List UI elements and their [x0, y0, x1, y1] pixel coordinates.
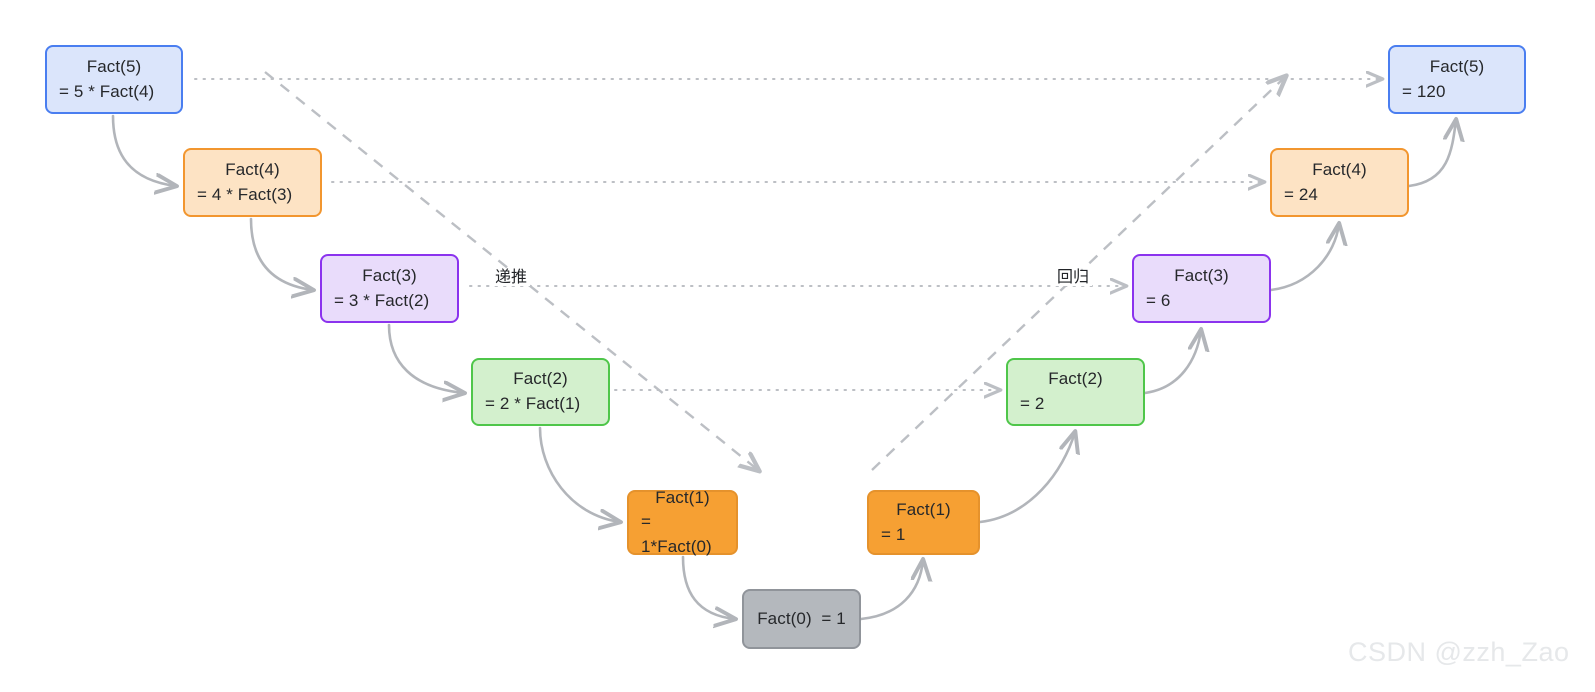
- arrow-d3-to-d2: [387, 323, 464, 393]
- node-label-secondary: = 1: [881, 524, 906, 544]
- node-r3: Fact(3)= 6: [1132, 254, 1271, 323]
- arrow-d2-to-d1: [538, 426, 620, 522]
- node-label-primary: Fact(2): [513, 369, 568, 389]
- node-label-secondary: = 3 * Fact(2): [334, 290, 430, 310]
- node-r5: Fact(5) = 120: [1388, 45, 1526, 114]
- node-label-secondary: = 4 * Fact(3): [197, 184, 293, 204]
- node-label-secondary: = 1*Fact(0): [641, 512, 712, 556]
- node-label-primary: Fact(2): [1048, 369, 1103, 389]
- node-label-primary: Fact(3): [1174, 265, 1229, 285]
- watermark: CSDN @zzh_Zao: [1348, 637, 1570, 667]
- node-label-primary: Fact(1): [655, 487, 710, 507]
- node-r4: Fact(4) = 24: [1270, 148, 1409, 217]
- node-label-primary: Fact(4): [225, 159, 280, 179]
- arrow-r4-to-r5: [1407, 120, 1456, 188]
- node-r1: Fact(1) = 1: [867, 490, 980, 555]
- arrow-d1-to-d0: [681, 555, 735, 619]
- node-label-primary: Fact(1): [896, 499, 951, 519]
- node-label-secondary: = 5 * Fact(4): [59, 81, 155, 101]
- node-label-primary: Fact(5): [1429, 56, 1485, 76]
- dotted-level-connectors: [194, 79, 1382, 390]
- node-label-primary: Fact(0) = 1: [757, 608, 846, 628]
- arrow-r2-to-r3: [1143, 330, 1201, 395]
- node-label-secondary: = 2 * Fact(1): [485, 394, 581, 413]
- arrow-r3-to-r4: [1269, 224, 1339, 292]
- node-label-primary: Fact(5): [86, 56, 142, 76]
- node-label-secondary: = 6: [1146, 290, 1171, 310]
- node-d5: Fact(5) = 5 * Fact(4): [45, 45, 183, 114]
- node-label-primary: Fact(3): [362, 265, 417, 285]
- node-d3: Fact(3) = 3 * Fact(2): [320, 254, 459, 323]
- arrow-d5-to-d4: [111, 114, 176, 186]
- node-d2: Fact(2) = 2 * Fact(1): [471, 358, 610, 426]
- node-label-secondary: = 24: [1284, 184, 1318, 204]
- node-d1: Fact(1) = 1*Fact(0): [627, 488, 738, 556]
- label-return: 回归: [1054, 270, 1093, 286]
- node-d4: Fact(4) = 4 * Fact(3): [183, 148, 322, 217]
- node-label-secondary: = 120: [1402, 81, 1446, 101]
- arrow-d0-to-r1: [859, 560, 923, 621]
- node-d0: Fact(0) = 1: [742, 589, 861, 649]
- arrow-r1-to-r2: [978, 432, 1075, 524]
- node-r2: Fact(2)= 2: [1006, 358, 1145, 426]
- arrow-d4-to-d3: [249, 217, 313, 290]
- node-label-secondary: = 2: [1020, 394, 1045, 413]
- node-label-primary: Fact(4): [1312, 159, 1367, 179]
- label-descent: 递推: [492, 270, 531, 286]
